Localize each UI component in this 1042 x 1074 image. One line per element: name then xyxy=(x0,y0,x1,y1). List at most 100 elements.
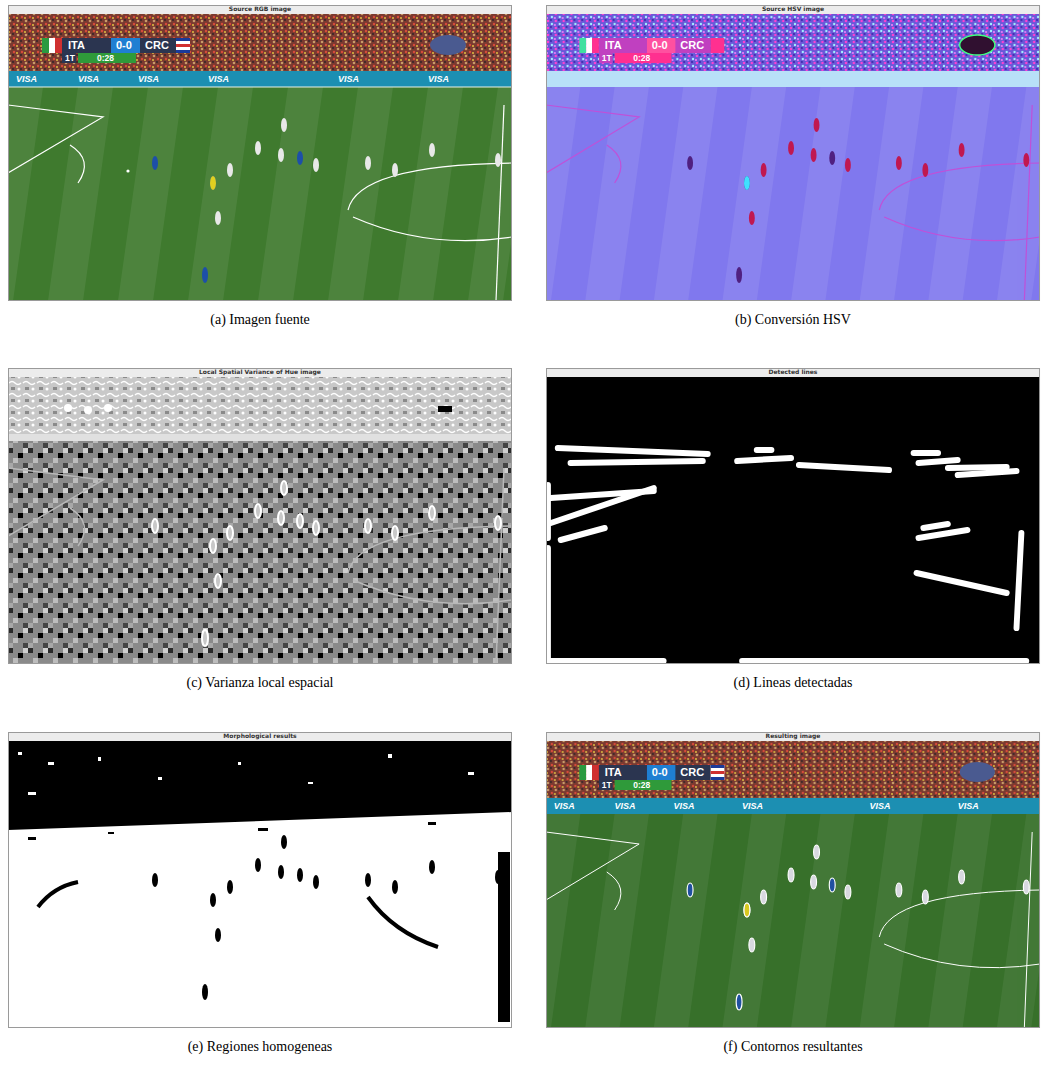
ad-board-text: VISA xyxy=(428,75,449,84)
scoreboard-text: 0-0 xyxy=(652,767,668,778)
scoreboard-text: CRC xyxy=(145,40,169,51)
panel-graphic xyxy=(9,369,512,664)
panel-graphic xyxy=(368,897,438,947)
panel-graphic xyxy=(8,732,512,741)
panel-graphic xyxy=(687,151,835,283)
panel-graphic xyxy=(799,465,889,470)
panel-graphic xyxy=(744,176,750,190)
panel-graphic xyxy=(757,447,772,453)
scoreboard-text: CRC xyxy=(680,40,704,51)
panel-graphic xyxy=(958,471,1017,475)
panel-graphic xyxy=(48,762,54,765)
panel-graphic xyxy=(18,752,474,795)
panel-graphic xyxy=(158,777,162,780)
panel-graphic xyxy=(546,733,1039,1028)
panel-graphic xyxy=(749,845,1029,952)
panel-graphic xyxy=(388,754,392,758)
panel-graphic xyxy=(28,792,36,795)
panel-graphic xyxy=(923,524,948,528)
panel-graphic xyxy=(9,6,512,301)
panel-graphic xyxy=(546,14,1040,301)
panel-graphic xyxy=(8,741,512,830)
scoreboard-text: 0:28 xyxy=(97,54,114,63)
panel-graphic xyxy=(546,741,1040,799)
scoreboard-text: CRC xyxy=(680,767,704,778)
panel-graphic xyxy=(546,732,1040,741)
image-panel: Resulting image(f) Contornos resultantes… xyxy=(546,732,1040,1028)
rgb-frame xyxy=(0,5,533,301)
figure-caption: (a) Imagen fuente xyxy=(8,311,512,329)
panel-graphic xyxy=(546,377,1040,664)
ad-board-text: VISA xyxy=(958,802,979,811)
ad-board-text: VISA xyxy=(615,802,636,811)
panel-graphic xyxy=(546,368,1040,377)
window-title: Resulting image xyxy=(546,732,1040,741)
ad-board-text: VISA xyxy=(742,802,763,811)
panel-graphic xyxy=(84,406,92,414)
panel-graphic xyxy=(8,14,512,301)
panel-graphic xyxy=(8,741,512,1028)
scoreboard-text: 1T xyxy=(65,54,75,63)
panel-graphic xyxy=(8,468,512,664)
panel-graphic xyxy=(210,176,216,190)
image-panel: Source RGB image(a) Imagen fuenteITA0-0C… xyxy=(8,5,512,301)
window-title: Detected lines xyxy=(546,368,1040,377)
scoreboard-text: 1T xyxy=(602,54,612,63)
panel-graphic xyxy=(9,733,512,1028)
panel-graphic xyxy=(546,5,1040,14)
panel-graphic xyxy=(64,404,72,412)
scoreboard-text: 0-0 xyxy=(116,40,132,51)
ad-board-text: VISA xyxy=(208,75,229,84)
panel-graphic xyxy=(546,14,1040,72)
panel-graphic xyxy=(571,461,703,463)
ad-board-text: VISA xyxy=(138,75,159,84)
panel-graphic xyxy=(918,530,967,538)
panel-graphic xyxy=(28,822,510,1022)
panel-graphic xyxy=(28,837,36,840)
panel-graphic xyxy=(1016,533,1021,628)
panel-graphic xyxy=(8,71,512,87)
panel-graphic xyxy=(749,118,1029,225)
panel-graphic xyxy=(8,741,512,1028)
image-panel: Local Spatial Variance of Hue image(c) V… xyxy=(8,368,512,664)
panel-graphic xyxy=(960,35,995,55)
panel-graphic xyxy=(546,369,1039,664)
panel-graphic xyxy=(468,772,474,775)
panel-graphic xyxy=(152,514,303,646)
ad-board-text: VISA xyxy=(338,75,359,84)
panel-graphic xyxy=(960,762,995,782)
panel-graphic xyxy=(918,460,957,463)
scoreboard-text: ITA xyxy=(605,767,622,778)
panel-graphic xyxy=(546,741,1040,1028)
window-title: Source HSV image xyxy=(546,5,1040,14)
panel-graphic xyxy=(546,798,1040,814)
scoreboard-text: ITA xyxy=(68,40,85,51)
scoreboard-text: 1T xyxy=(602,781,612,790)
figure-caption: (f) Contornos resultantes xyxy=(546,1038,1040,1056)
panel-graphic xyxy=(546,105,1040,301)
panel-graphic xyxy=(917,573,1007,593)
panel-graphic xyxy=(579,38,724,63)
panel-graphic xyxy=(215,118,501,225)
ad-board-text: VISA xyxy=(78,75,99,84)
panel-graphic xyxy=(948,467,1007,468)
panel-graphic xyxy=(126,169,129,172)
panel-graphic xyxy=(8,14,512,72)
panel-graphic xyxy=(551,491,654,498)
window-title: Morphological results xyxy=(8,732,512,741)
figure-caption: (c) Varianza local espacial xyxy=(8,674,512,692)
panel-graphic xyxy=(8,105,512,301)
panel-graphic xyxy=(308,782,313,784)
morphology-frame xyxy=(8,732,512,1028)
panel-graphic xyxy=(438,406,452,412)
panel-graphic xyxy=(546,832,1040,1028)
panel-graphic xyxy=(546,71,1040,87)
ad-board-text: VISA xyxy=(869,802,890,811)
panel-graphic xyxy=(215,835,501,942)
panel-graphic xyxy=(737,458,791,461)
variance-frame xyxy=(8,368,512,664)
ad-board-text: VISA xyxy=(554,802,575,811)
panel-graphic xyxy=(108,832,114,834)
panel-graphic xyxy=(8,377,512,664)
